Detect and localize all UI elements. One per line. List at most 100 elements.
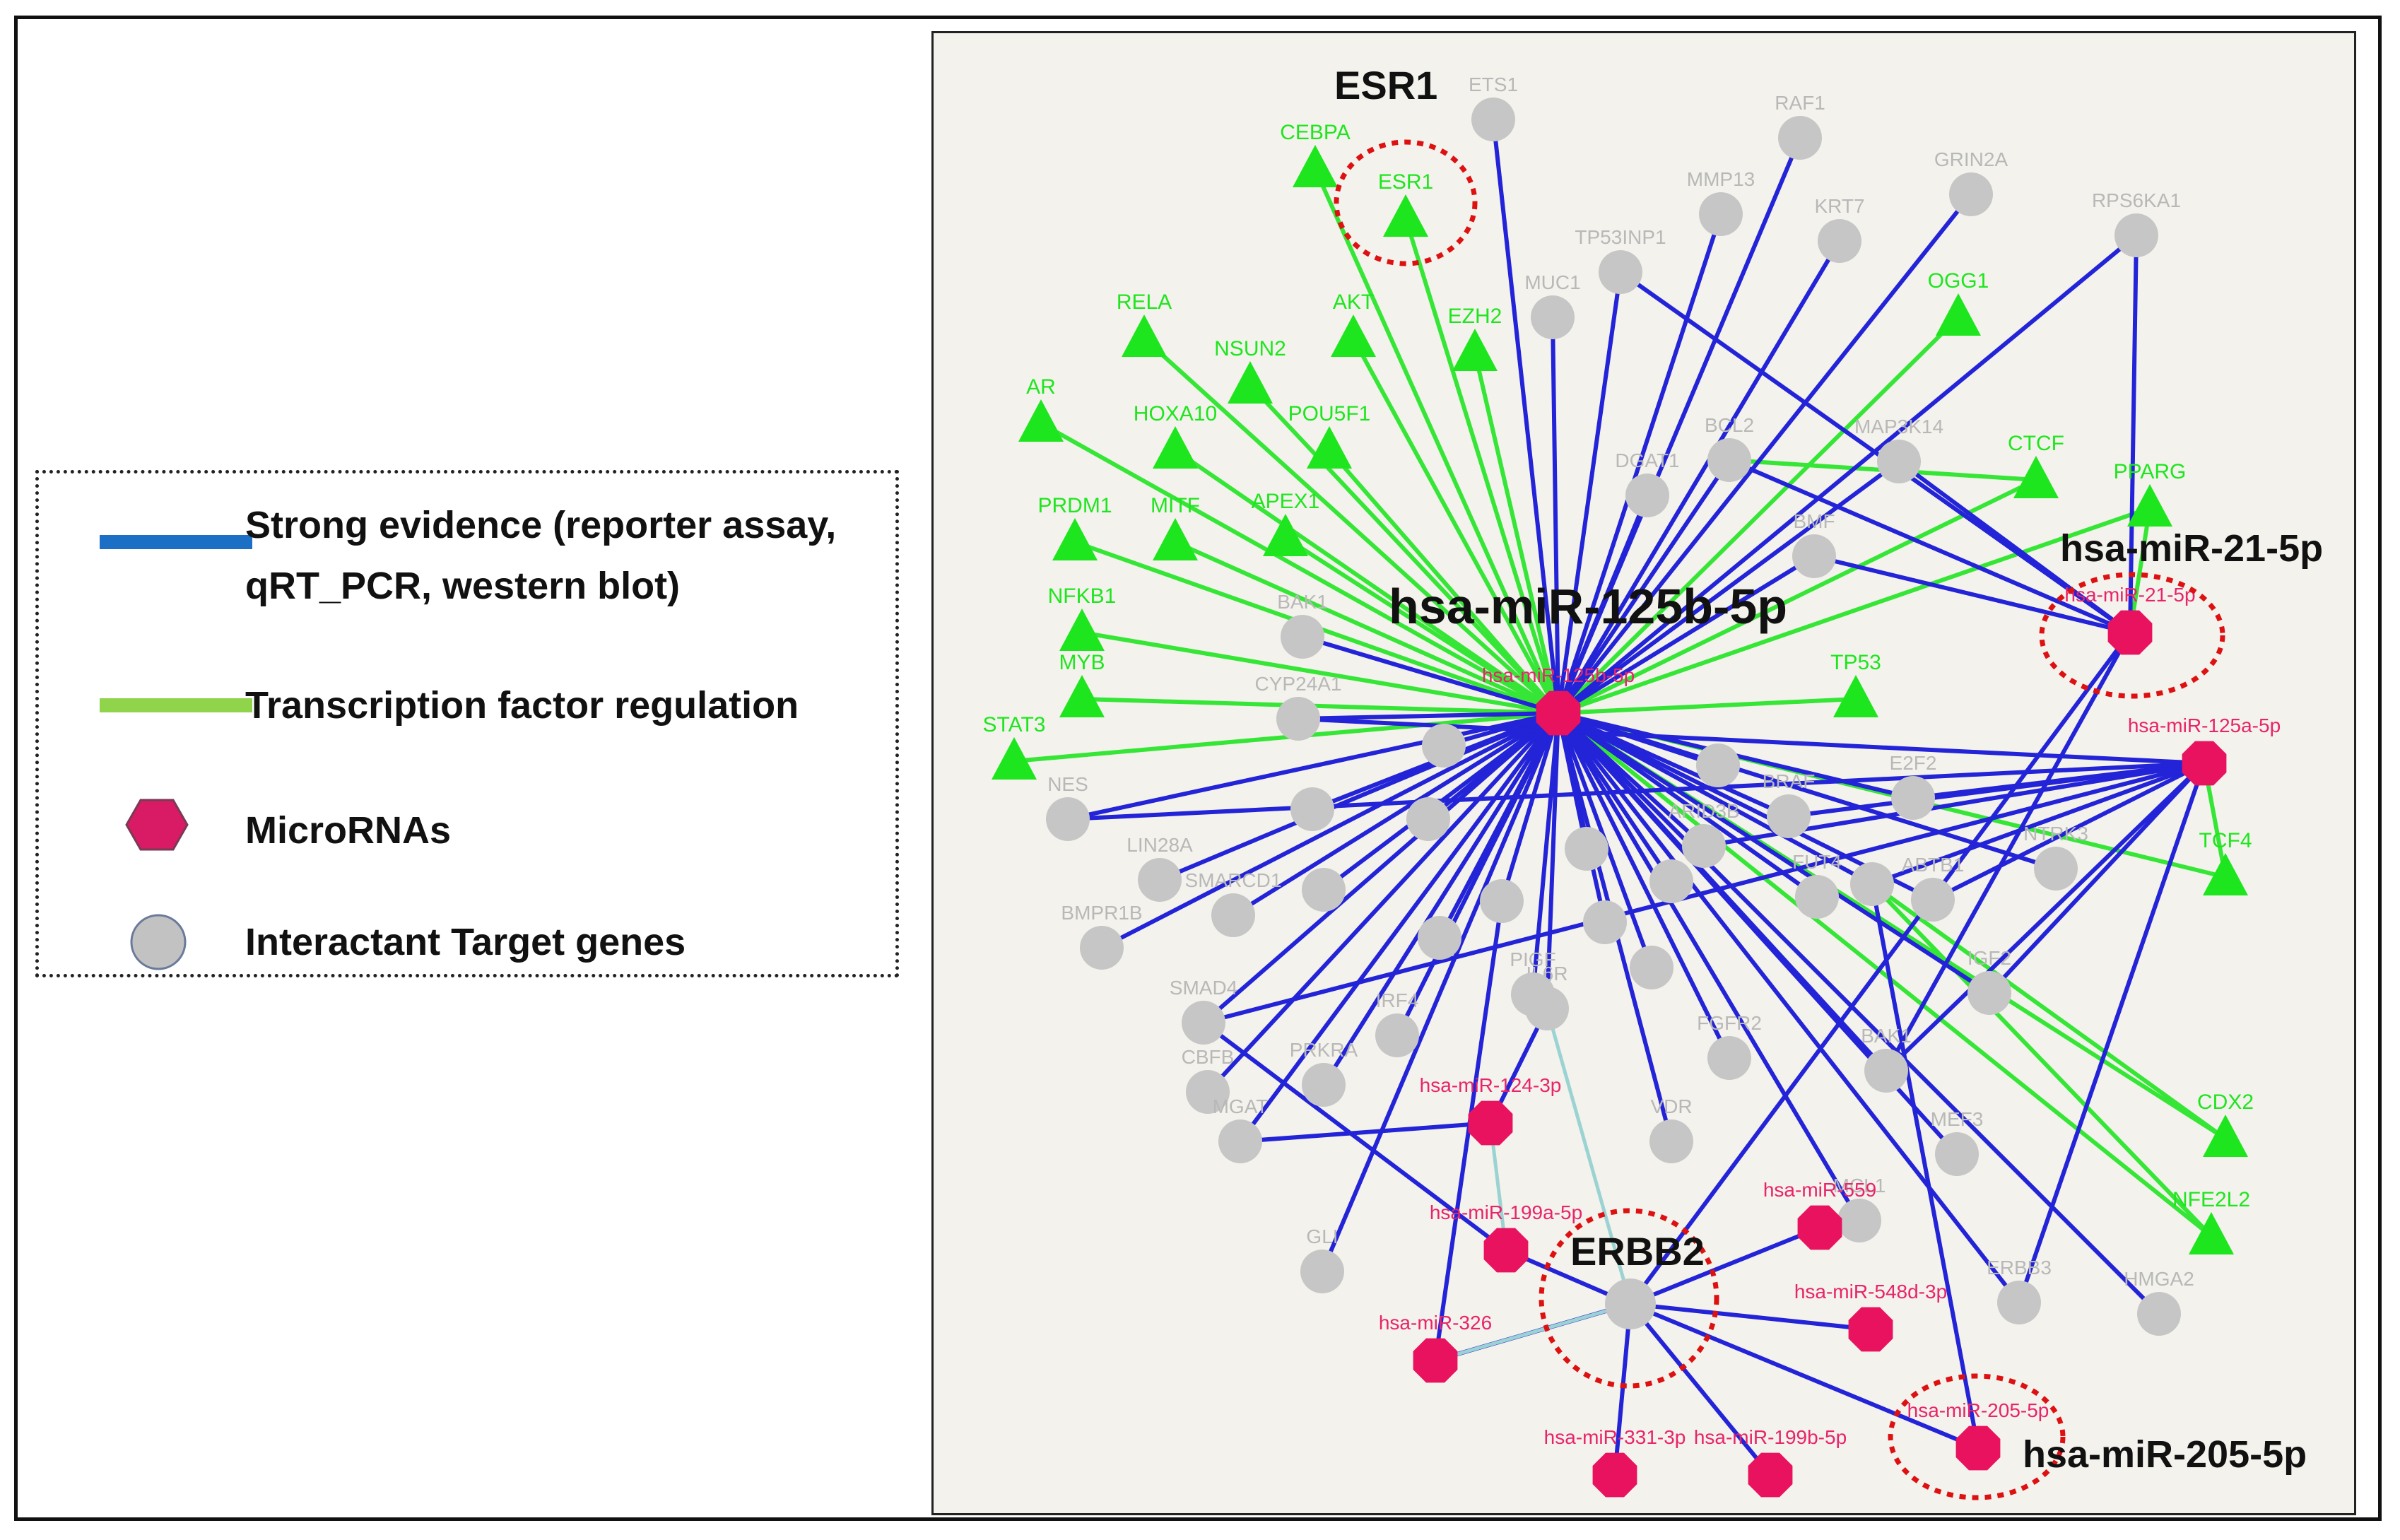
gene-node[interactable] [1630,946,1673,989]
tf-node-akt[interactable] [1331,315,1376,357]
gene-node[interactable] [1767,794,1811,838]
tf-node-nsun2[interactable] [1228,361,1273,404]
gene-node[interactable] [1795,875,1839,919]
gene-label: SMARCD1 [1185,869,1282,891]
mirna-node-m548[interactable] [1848,1307,1893,1352]
gene-node[interactable] [1949,172,1993,216]
gene-label: E2F2 [1890,752,1937,774]
gene-node[interactable] [1837,1199,1881,1242]
gene-node[interactable] [1649,1119,1693,1163]
tf-node-cebpa[interactable] [1293,145,1338,187]
tf-label: HOXA10 [1134,402,1217,425]
tf-node-myb[interactable] [1059,675,1105,717]
gene-node[interactable] [1605,1279,1656,1329]
gene-node[interactable] [1696,743,1740,787]
strong-edge [1491,119,1560,714]
tf-node-pparg[interactable] [2127,484,2172,527]
gene-node[interactable] [2114,213,2158,257]
tf-node-prdm1[interactable] [1052,518,1098,560]
gene-node[interactable] [1565,827,1608,871]
tf-label: AR [1026,375,1056,399]
tf-node-ogg1[interactable] [1936,293,1981,336]
gene-node[interactable] [1625,474,1669,517]
gene-node[interactable] [1300,1250,1344,1293]
gene-node[interactable] [1997,1281,2041,1324]
gene-node[interactable] [1707,1036,1751,1080]
gene-node[interactable] [1877,440,1921,483]
gene-node[interactable] [1182,1001,1225,1045]
gene-node[interactable] [1422,724,1466,768]
gene-node[interactable] [1375,1013,1419,1057]
gene-node[interactable] [1080,926,1124,970]
gene-node[interactable] [2034,847,2078,891]
gene-node[interactable] [1911,878,1955,922]
strong-edge [1232,711,1560,917]
tf-node-esr1[interactable] [1383,194,1428,237]
gene-node[interactable] [1864,1049,1908,1093]
gene-node[interactable] [1290,787,1334,831]
tf-node-ezh2[interactable] [1452,329,1498,371]
tf-node-apex1[interactable] [1263,514,1308,556]
tf-edge [1870,882,2213,1238]
gene-node[interactable] [1818,219,1861,263]
mirna-node-m199a[interactable] [1483,1228,1529,1273]
strong-edge [1628,1303,1772,1476]
tf-node-cdx2[interactable] [2203,1115,2248,1157]
tf-node-hoxa10[interactable] [1153,426,1198,469]
mirna-node-c[interactable] [1536,690,1581,736]
gene-node[interactable] [1649,859,1693,903]
tf-node-rela[interactable] [1122,315,1167,357]
strong-edge [1630,1302,1871,1332]
gene-node[interactable] [1046,797,1090,841]
gene-label: ERBB3 [1987,1257,2052,1279]
mirna-node-m124[interactable] [1468,1100,1513,1146]
tf-node-ar[interactable] [1018,399,1064,442]
tf-node-nfe2l2[interactable] [2189,1212,2234,1254]
gene-node[interactable] [1682,824,1726,868]
gene-node[interactable] [1850,862,1894,906]
tf-node-tp53[interactable] [1833,675,1878,717]
tf-edge-myb [1081,697,1559,715]
gene-node[interactable] [1967,971,2011,1015]
gene-node[interactable] [1302,1063,1346,1107]
gene-node[interactable] [1531,295,1575,339]
gene-node[interactable] [1218,1119,1262,1163]
tf-node-stat3[interactable] [992,737,1037,780]
gene-node[interactable] [1186,1070,1230,1114]
gene-node[interactable] [1699,192,1743,236]
mirna-node-m331[interactable] [1592,1452,1637,1498]
gene-node[interactable] [1707,438,1751,482]
gene-node[interactable] [1599,250,1642,294]
gene-node[interactable] [1138,858,1182,902]
tf-node-pou5f1[interactable] [1307,426,1352,469]
gene-node[interactable] [1891,776,1935,820]
strong-edge [2017,763,2206,1303]
gene-node[interactable] [1406,797,1450,841]
tf-node-mitf[interactable] [1153,518,1198,560]
mirna-node-m326[interactable] [1413,1338,1458,1383]
tf-node-nfkb1[interactable] [1059,609,1105,651]
gene-node[interactable] [1935,1132,1979,1176]
mirna-node-m125a[interactable] [2182,741,2227,786]
mirna-node-m21[interactable] [2107,610,2153,655]
mirna-node-m205[interactable] [1955,1426,2001,1471]
gene-node[interactable] [1418,916,1461,960]
gene-node[interactable] [1480,879,1524,923]
mirna-node-m199b[interactable] [1748,1452,1793,1498]
tf-node-ctcf[interactable] [2013,456,2059,498]
gene-node[interactable] [1211,893,1255,937]
gene-node[interactable] [1276,697,1320,741]
gene-node[interactable] [1471,98,1515,141]
gene-node[interactable] [1792,534,1836,578]
gene-node[interactable] [2137,1292,2181,1336]
gene-node[interactable] [1281,615,1324,659]
gene-node[interactable] [1302,868,1346,912]
mirna-node-m559[interactable] [1797,1205,1842,1250]
strong-edge [1545,712,1560,1009]
gene-node[interactable] [1778,116,1822,160]
strong-edge [1931,761,2206,902]
gene-node[interactable] [1583,900,1627,944]
tf-node-tcf4[interactable] [2203,853,2248,895]
highlight-label-mir205: hsa-miR-205-5p [2023,1433,2307,1476]
gene-node[interactable] [1511,972,1555,1016]
